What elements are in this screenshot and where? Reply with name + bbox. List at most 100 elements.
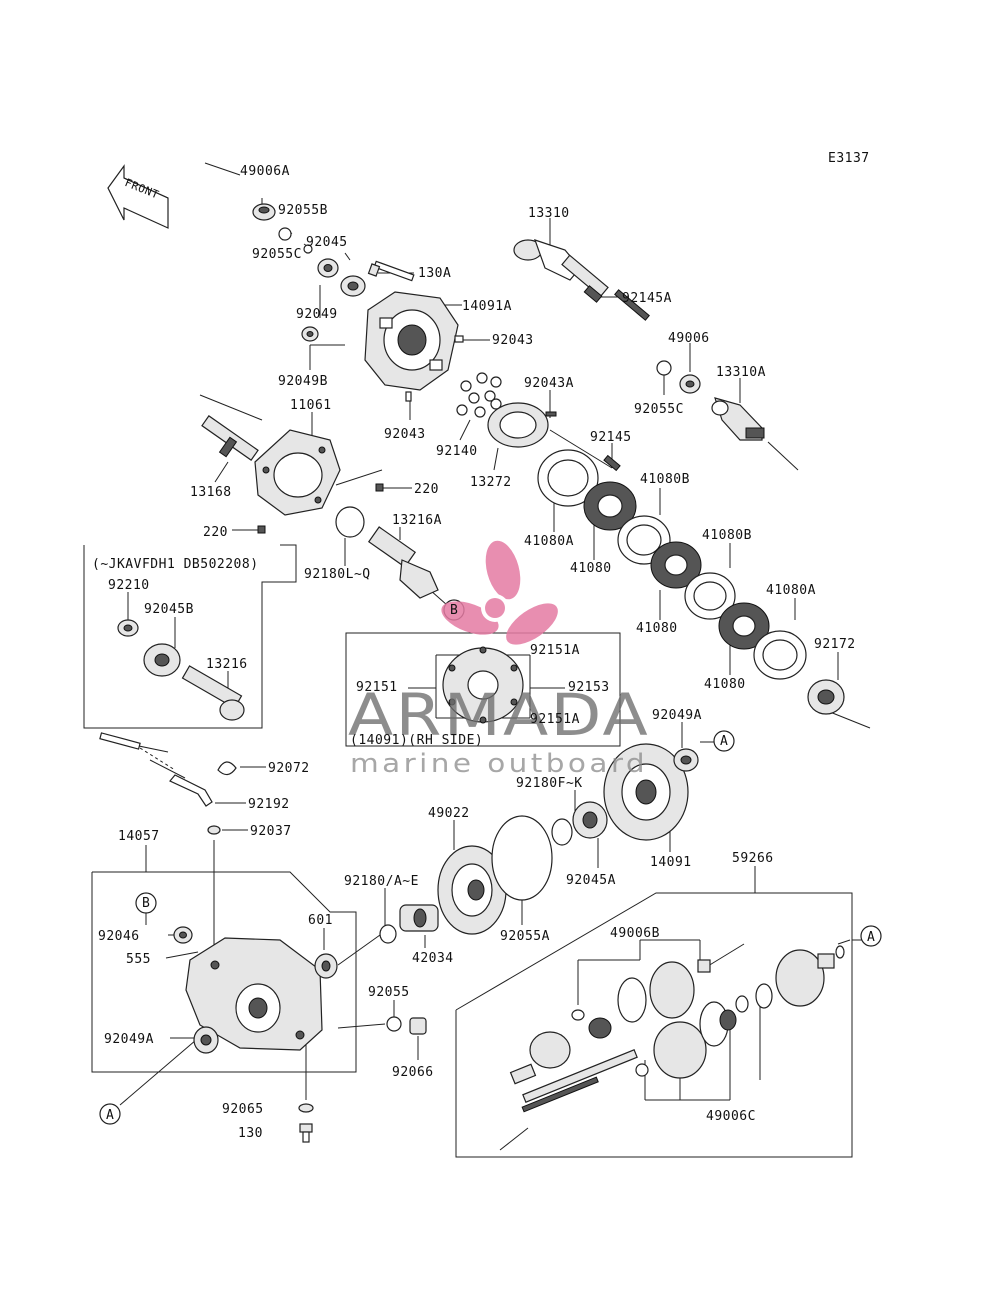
label-92043A: 92043A <box>524 376 574 391</box>
dowel-220-b <box>257 525 266 534</box>
dowel-220-a <box>375 483 384 492</box>
label-92049A-left: 92049A <box>104 1032 154 1047</box>
circlip-92072 <box>217 761 237 776</box>
label-92043-b: 92043 <box>384 427 426 442</box>
watermark-subtitle: marine outboard <box>350 749 648 779</box>
shaft-13168 <box>201 415 259 461</box>
shim-92180FK <box>551 818 573 846</box>
plug-92066 <box>409 1017 427 1035</box>
label-49006B: 49006B <box>610 926 660 941</box>
pin-92043-b <box>405 391 412 402</box>
label-92055B: 92055B <box>278 203 328 218</box>
pinion-13216 <box>181 665 245 721</box>
differential-42034 <box>399 904 439 932</box>
bolt-130A <box>367 260 415 282</box>
bearing-92045 <box>340 275 366 297</box>
label-13310: 13310 <box>528 206 570 221</box>
gear-case-14091A <box>364 291 459 391</box>
disc-41080-a <box>583 481 637 531</box>
label-13168: 13168 <box>190 485 232 500</box>
label-41080A-b: 41080A <box>766 583 816 598</box>
label-92145A: 92145A <box>622 291 672 306</box>
label-41080-b: 41080 <box>636 621 678 636</box>
label-92153: 92153 <box>568 680 610 695</box>
washer-92065 <box>298 1103 314 1113</box>
bearing-49006 <box>679 374 701 394</box>
watermark-title: ARMADA <box>348 681 650 749</box>
shim-92180LQ <box>335 506 365 538</box>
label-49006A: 49006A <box>240 164 290 179</box>
shim-92180AE <box>379 924 397 944</box>
pinion-13216A <box>367 526 439 599</box>
cover-11061 <box>254 429 341 516</box>
oring-92055 <box>386 1016 402 1032</box>
ref-B-mid: B <box>450 603 458 618</box>
axle-59266 <box>509 945 845 1113</box>
label-130: 130 <box>238 1126 263 1141</box>
label-13272: 13272 <box>470 475 512 490</box>
ring-gear-49022 <box>437 845 507 935</box>
label-92049A-right: 92049A <box>652 708 702 723</box>
label-92043-a: 92043 <box>492 333 534 348</box>
coupler-13310A <box>711 397 765 441</box>
disc-41080-c <box>718 602 770 650</box>
seal-92049A-right <box>673 748 699 772</box>
label-42034: 42034 <box>412 951 454 966</box>
ref-B-left: B <box>142 896 150 911</box>
label-92180FK: 92180F~K <box>516 776 583 791</box>
seal-92210 <box>117 619 139 637</box>
label-130A: 130A <box>418 266 451 281</box>
disc-41080-b <box>650 541 702 589</box>
cover-rh-side <box>442 646 524 724</box>
label-92049: 92049 <box>296 307 338 322</box>
label-13216: 13216 <box>206 657 248 672</box>
label-41080B-b: 41080B <box>702 528 752 543</box>
label-92037: 92037 <box>250 824 292 839</box>
spring-92145A <box>614 289 650 321</box>
label-92210: 92210 <box>108 578 150 593</box>
hose-92192 <box>99 732 213 807</box>
label-13216A: 13216A <box>392 513 442 528</box>
plate-41080A-a <box>537 449 599 507</box>
label-92192: 92192 <box>248 797 290 812</box>
bearing-49006A <box>252 203 276 221</box>
label-41080A-a: 41080A <box>524 534 574 549</box>
label-49022: 49022 <box>428 806 470 821</box>
cam-13272 <box>487 402 549 448</box>
shaft-13310 <box>513 239 609 303</box>
label-92072: 92072 <box>268 761 310 776</box>
seal-92049B <box>301 326 319 342</box>
label-13310A: 13310A <box>716 365 766 380</box>
serial-note: (~JKAVFDH1 DB502208) <box>92 557 259 572</box>
label-92046: 92046 <box>98 929 140 944</box>
label-11061: 11061 <box>290 398 332 413</box>
label-49006: 49006 <box>668 331 710 346</box>
diagram-code: E3137 <box>828 151 870 166</box>
label-92172: 92172 <box>814 637 856 652</box>
label-601: 601 <box>308 913 333 928</box>
balls-92140 <box>456 372 502 418</box>
label-92151: 92151 <box>356 680 398 695</box>
label-14091A: 14091A <box>462 299 512 314</box>
ref-A-left: A <box>106 1108 114 1123</box>
leader-lines <box>83 162 871 1158</box>
pin-92043-a <box>454 335 464 343</box>
plate-41080B-b <box>684 572 736 620</box>
oring-92055B <box>303 244 313 254</box>
label-92055C-top: 92055C <box>252 247 302 262</box>
label-92065: 92065 <box>222 1102 264 1117</box>
label-14057: 14057 <box>118 829 160 844</box>
clamp-92037 <box>207 825 221 835</box>
ring-92172 <box>807 679 845 715</box>
bolt-130 <box>299 1123 313 1143</box>
label-92180LQ: 92180L~Q <box>304 567 371 582</box>
label-220-a: 220 <box>414 482 439 497</box>
ref-A-right2: A <box>867 930 875 945</box>
label-555: 555 <box>126 952 151 967</box>
ref-A-right1: A <box>720 734 728 749</box>
oring-92055A <box>491 815 553 901</box>
watermark: ARMADA marine outboard <box>348 540 650 779</box>
label-92145: 92145 <box>590 430 632 445</box>
part-labels: E3137 FRONT 49006A 92055B 92045 130A 920… <box>92 151 875 1141</box>
